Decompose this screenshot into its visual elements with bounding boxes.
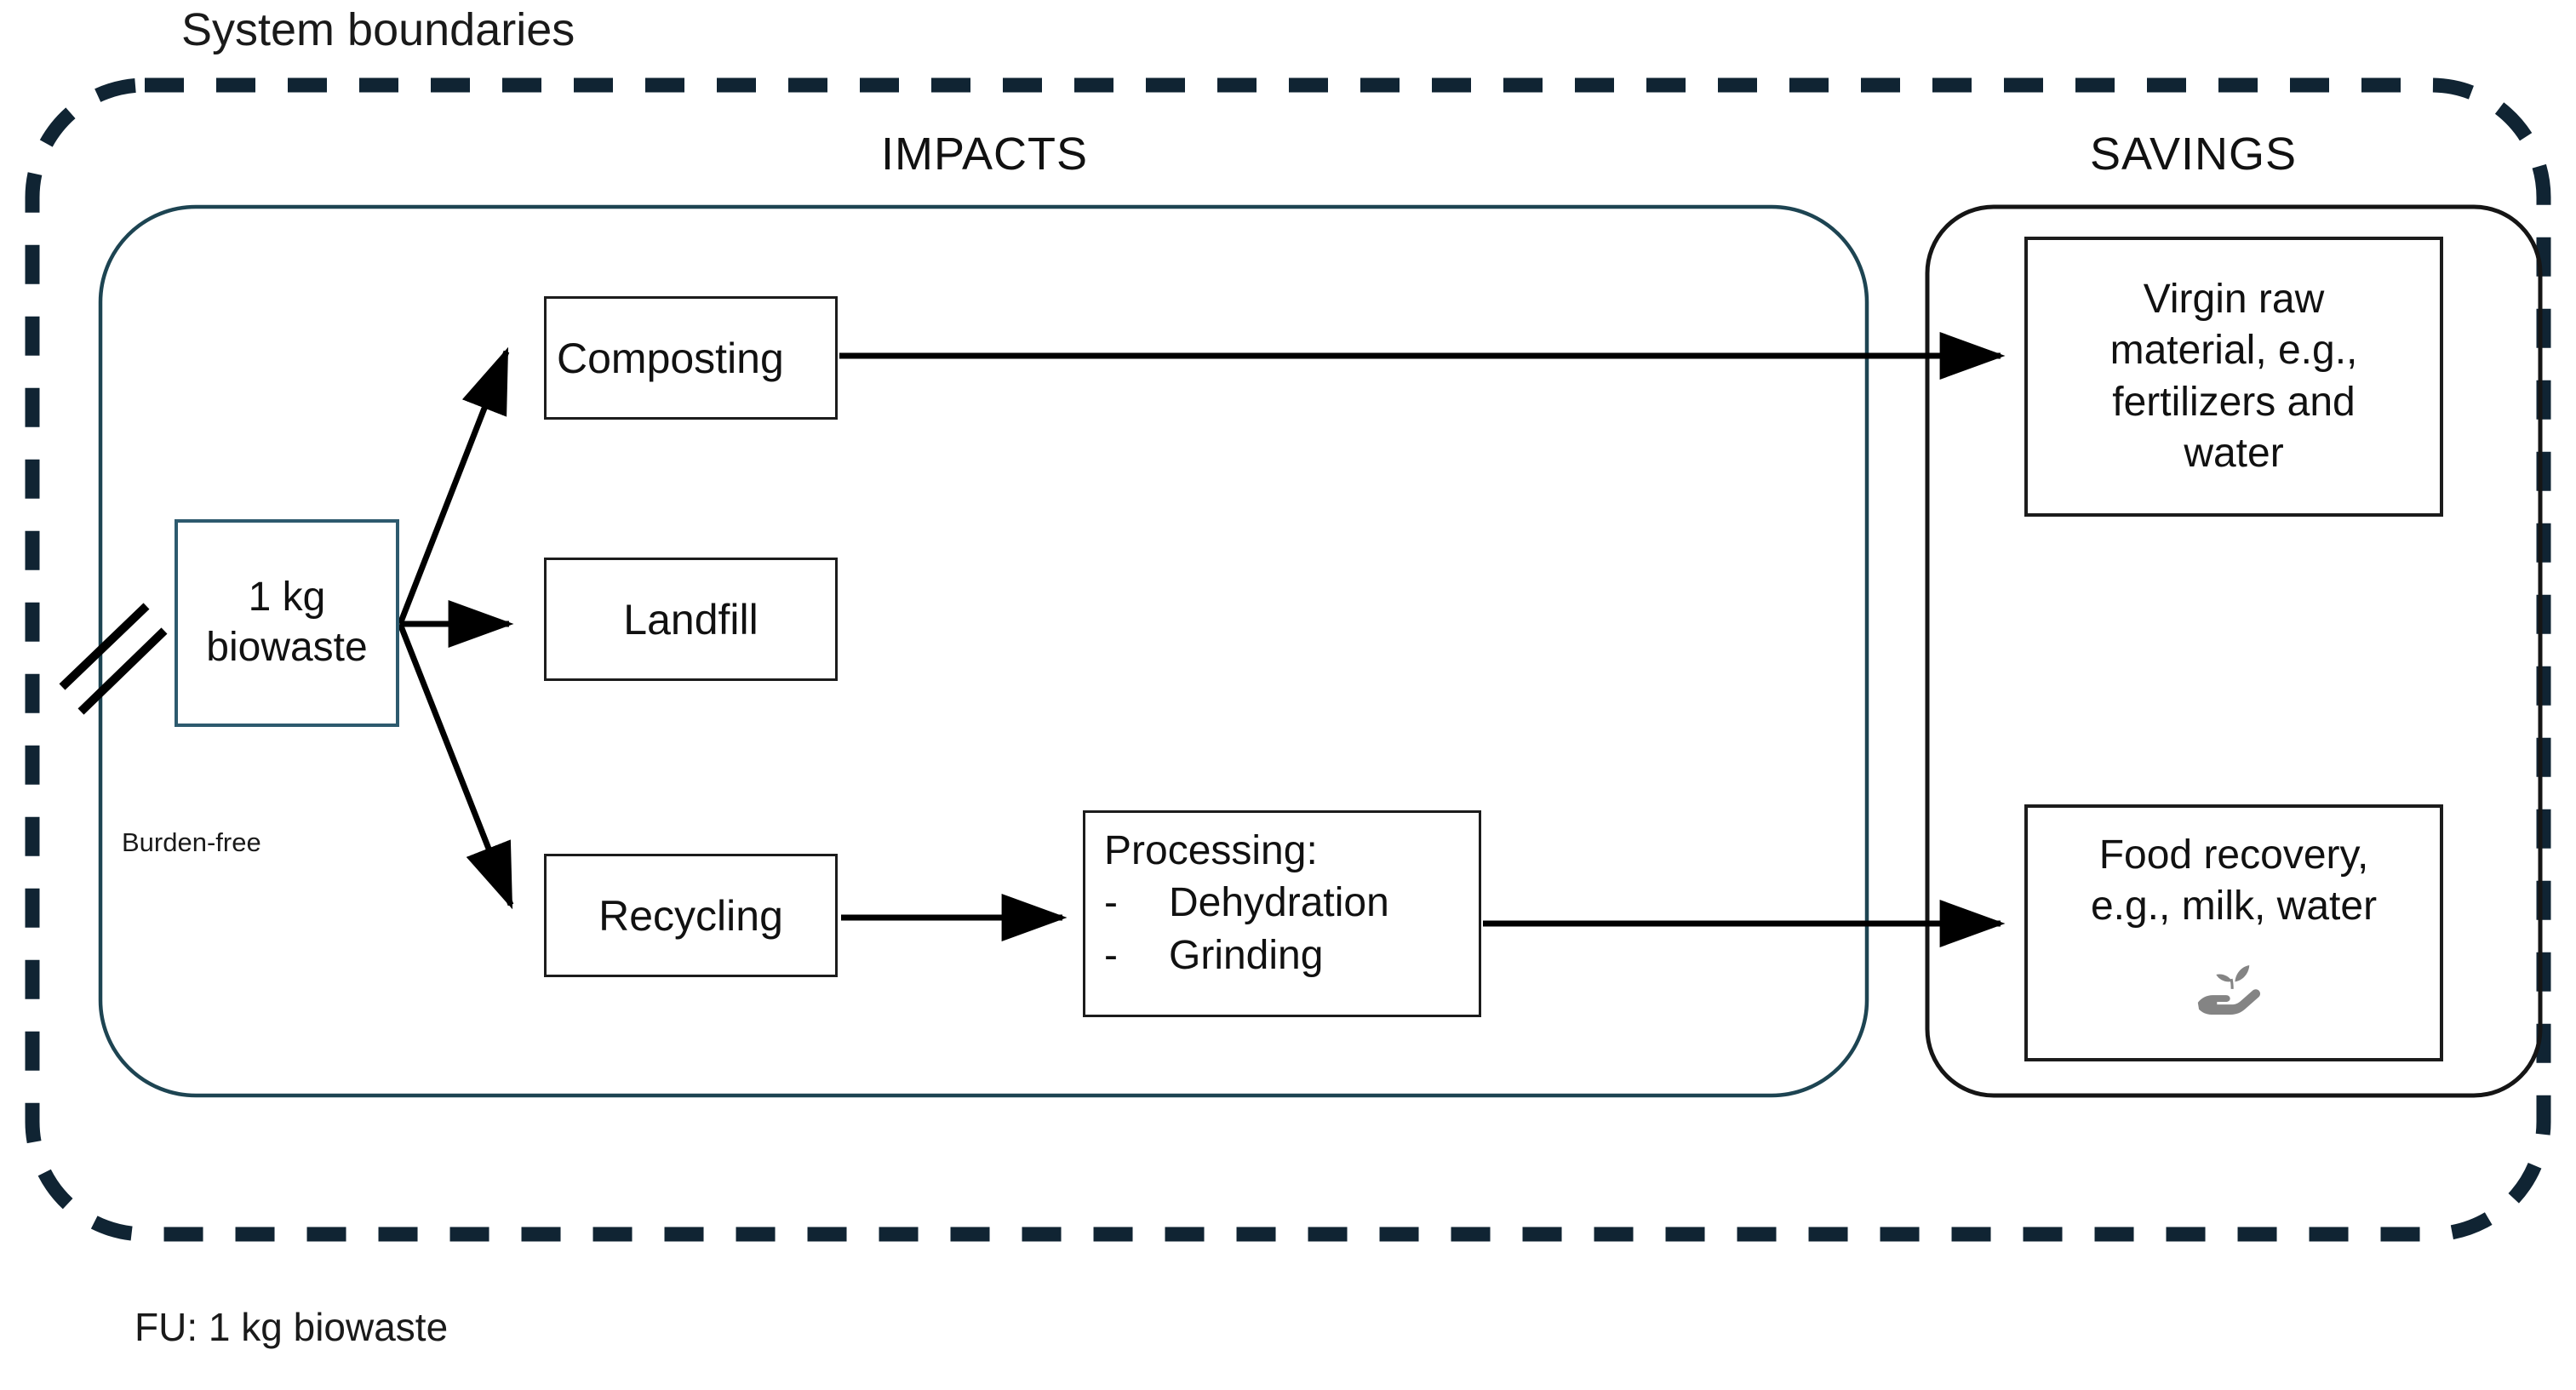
- node-virgin-material-line-3: water: [2184, 430, 2284, 476]
- node-virgin-material-line-2: fertilizers and: [2112, 379, 2356, 425]
- node-food-recovery[interactable]: Food recovery, e.g., milk, water: [2024, 804, 2443, 1061]
- node-virgin-material[interactable]: Virgin raw material, e.g., fertilizers a…: [2024, 237, 2443, 517]
- arrow-biowaste-to-recycling: [397, 622, 514, 910]
- node-processing[interactable]: Processing: - Dehydration - Grinding: [1083, 810, 1481, 1017]
- bullet-marker-1: -: [1104, 932, 1118, 978]
- arrow-biowaste-to-composting: [397, 346, 510, 626]
- system-boundaries-title: System boundaries: [181, 4, 575, 55]
- burden-free-label: Burden-free: [122, 827, 261, 857]
- node-composting-label: Composting: [557, 334, 784, 382]
- node-composting[interactable]: Composting: [544, 296, 838, 420]
- node-food-recovery-line-1: e.g., milk, water: [2090, 884, 2378, 930]
- node-processing-bullet-0: - Dehydration: [1104, 877, 1479, 929]
- burden-free-break-mark: [59, 603, 168, 715]
- node-virgin-material-line-1: material, e.g.,: [2109, 328, 2358, 374]
- node-biowaste[interactable]: 1 kg biowaste: [175, 519, 399, 727]
- node-processing-title: Processing:: [1104, 828, 1318, 873]
- node-recycling[interactable]: Recycling: [544, 854, 838, 977]
- impacts-section-heading: IMPACTS: [881, 129, 1089, 180]
- functional-unit-label: FU: 1 kg biowaste: [135, 1305, 449, 1349]
- node-processing-bullet-1: - Grinding: [1104, 930, 1479, 981]
- node-landfill[interactable]: Landfill: [544, 558, 838, 681]
- bullet-marker-0: -: [1104, 880, 1118, 926]
- node-food-recovery-line-0: Food recovery,: [2098, 832, 2369, 878]
- node-biowaste-line1: 1 kg: [248, 575, 326, 621]
- node-biowaste-line2: biowaste: [206, 625, 368, 670]
- node-virgin-material-line-0: Virgin raw: [2143, 276, 2325, 322]
- node-landfill-label: Landfill: [623, 595, 758, 644]
- savings-section-heading: SAVINGS: [2090, 129, 2298, 180]
- bullet-text-0: Dehydration: [1169, 880, 1389, 926]
- bullet-text-1: Grinding: [1169, 932, 1324, 978]
- sprout-hand-icon: [2197, 964, 2261, 1015]
- node-recycling-label: Recycling: [598, 891, 783, 940]
